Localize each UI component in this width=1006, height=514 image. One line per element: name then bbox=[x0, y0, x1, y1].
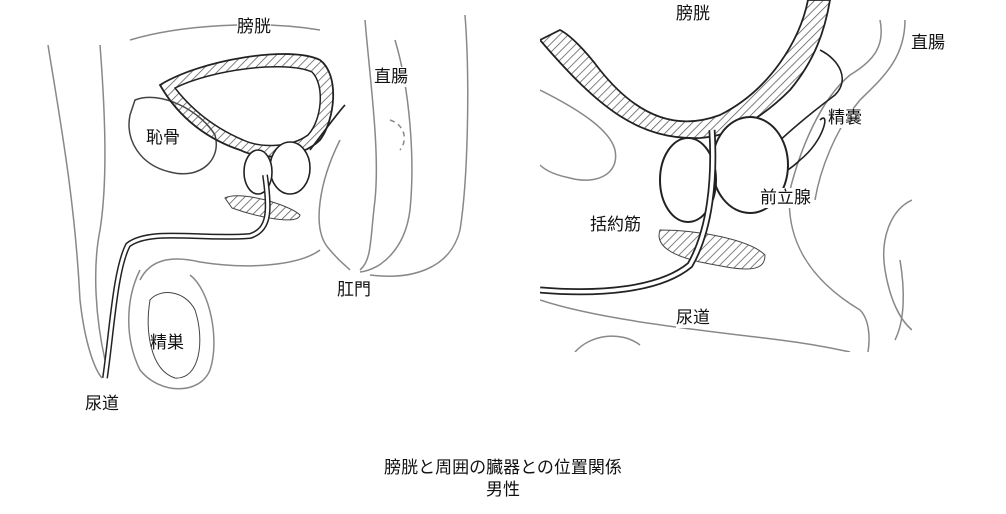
label-rectum-right: 直腸 bbox=[911, 33, 945, 53]
label-testis: 精巣 bbox=[150, 333, 184, 353]
label-urethra-right: 尿道 bbox=[676, 308, 710, 328]
label-anus: 肛門 bbox=[337, 280, 371, 300]
label-pubic-bone: 恥骨 bbox=[146, 128, 180, 148]
prostate-left bbox=[243, 104, 346, 195]
label-bladder-left: 膀胱 bbox=[237, 17, 271, 37]
label-urethra-left: 尿道 bbox=[85, 394, 119, 414]
bladder-left bbox=[158, 53, 335, 158]
bladder-wall-right bbox=[540, 0, 831, 139]
label-rectum-left: 直腸 bbox=[374, 67, 408, 87]
testis-left bbox=[147, 292, 201, 379]
label-prostate: 前立腺 bbox=[760, 188, 811, 208]
label-seminal-vesicle: 精嚢 bbox=[828, 108, 862, 128]
sphincter-right bbox=[658, 229, 766, 270]
label-sphincter: 括約筋 bbox=[590, 215, 641, 235]
seminal-vesicle-right bbox=[769, 49, 844, 151]
caption-title: 膀胱と周囲の臓器との位置関係 bbox=[384, 458, 622, 478]
body-outline bbox=[47, 44, 103, 379]
label-bladder-right: 膀胱 bbox=[676, 4, 710, 24]
sphincter-left bbox=[224, 195, 301, 221]
right-closeup-view bbox=[540, 0, 912, 352]
caption-subtitle: 男性 bbox=[486, 480, 520, 500]
